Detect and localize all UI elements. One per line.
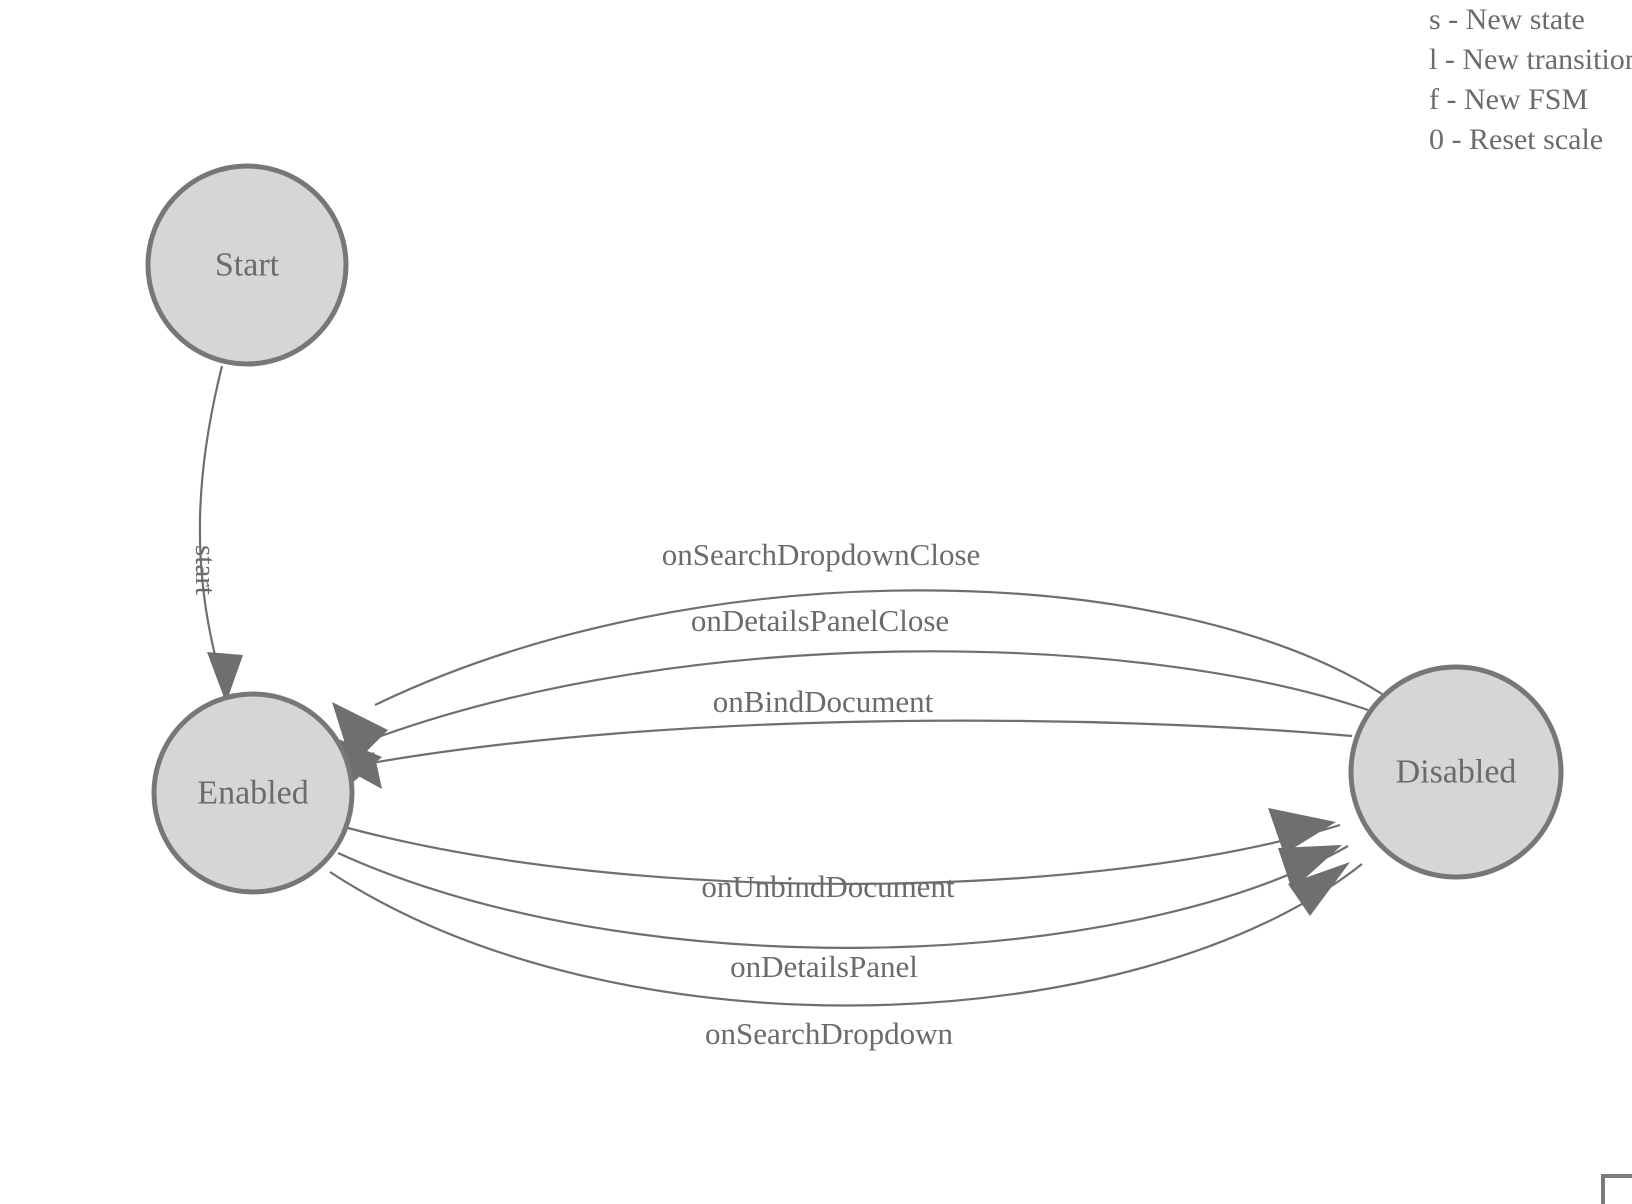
transition-start[interactable]: [198, 365, 243, 703]
state-node-start[interactable]: Start: [145, 163, 349, 367]
transition-onBindDocument-arrowhead: [340, 752, 382, 789]
state-node-disabled[interactable]: Disabled: [1348, 664, 1564, 880]
help-legend-line-reset-scale: 0 - Reset scale: [1429, 123, 1604, 156]
transition-label-onSearchDropdownClose: onSearchDropdownClose: [662, 537, 981, 572]
transition-onSearchDropdownClose-path[interactable]: [374, 589, 1383, 706]
transition-onUnbindDocument[interactable]: [347, 808, 1341, 885]
transition-label-onSearchDropdown: onSearchDropdown: [705, 1016, 953, 1051]
transition-onBindDocument[interactable]: [340, 719, 1353, 789]
transition-onSearchDropdownClose[interactable]: [332, 589, 1383, 766]
transition-onUnbindDocument-arrowhead: [1268, 808, 1336, 854]
state-node-start-circle[interactable]: [145, 163, 349, 367]
state-node-enabled-label: Enabled: [197, 775, 308, 812]
state-node-disabled-label: Disabled: [1396, 754, 1517, 791]
transition-onSearchDropdown[interactable]: [329, 862, 1363, 1007]
transition-onDetailsPanel[interactable]: [337, 845, 1349, 949]
transition-label-onDetailsPanelClose: onDetailsPanelClose: [691, 603, 949, 638]
transition-start-path[interactable]: [198, 365, 224, 656]
state-node-start-label: Start: [215, 247, 280, 284]
transition-start-arrowhead: [207, 652, 243, 703]
transition-onDetailsPanel-path[interactable]: [337, 845, 1349, 949]
transition-label-start: start: [189, 545, 221, 595]
transition-onBindDocument-path[interactable]: [359, 719, 1353, 767]
transition-label-onBindDocument: onBindDocument: [713, 684, 934, 719]
transition-onDetailsPanelClose-path[interactable]: [369, 650, 1369, 742]
transition-onUnbindDocument-path[interactable]: [347, 823, 1341, 885]
transition-onSearchDropdown-arrowhead: [1288, 862, 1350, 916]
transition-onDetailsPanel-arrowhead: [1278, 845, 1342, 890]
help-legend-line-new-fsm: f - New FSM: [1429, 83, 1589, 116]
help-legend-line-new-state: s - New state: [1429, 3, 1585, 36]
state-node-disabled-circle[interactable]: [1348, 664, 1564, 880]
transition-label-onUnbindDocument: onUnbindDocument: [701, 869, 955, 904]
transition-onSearchDropdown-path[interactable]: [329, 863, 1363, 1007]
transition-label-onDetailsPanel: onDetailsPanel: [730, 949, 918, 984]
panel-corner-stub[interactable]: [1601, 1174, 1632, 1204]
transition-onSearchDropdownClose-arrowhead: [332, 702, 388, 766]
help-legend: s - New state l - New transition f - New…: [1429, 0, 1632, 160]
state-node-enabled-circle[interactable]: [151, 691, 355, 895]
help-legend-line-new-transition: l - New transition: [1429, 43, 1632, 76]
state-node-enabled[interactable]: Enabled: [151, 691, 355, 895]
